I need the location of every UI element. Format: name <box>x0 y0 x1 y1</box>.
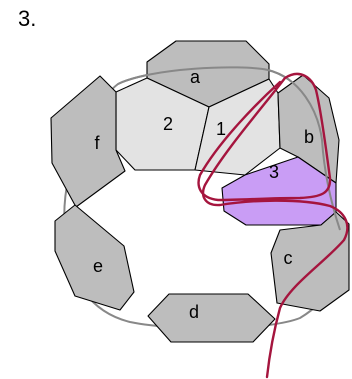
tile-d <box>147 293 276 343</box>
tile-e <box>54 204 135 311</box>
tile-f-label: f <box>94 133 100 153</box>
tile-1-label: 1 <box>216 119 226 139</box>
grey-thread-overlay <box>117 66 341 231</box>
tile-a-label: a <box>190 67 201 87</box>
tile-3-label: 3 <box>269 162 279 182</box>
red-thread <box>197 72 349 379</box>
step-number: 3. <box>18 6 37 31</box>
tile-e-label: e <box>93 256 103 276</box>
tile-c-label: c <box>284 248 293 268</box>
tile-d-label: d <box>189 302 199 322</box>
tile-b-label: b <box>304 127 314 147</box>
tile-c <box>270 211 350 312</box>
tile-f <box>50 75 126 208</box>
tile-2-label: 2 <box>163 114 173 134</box>
